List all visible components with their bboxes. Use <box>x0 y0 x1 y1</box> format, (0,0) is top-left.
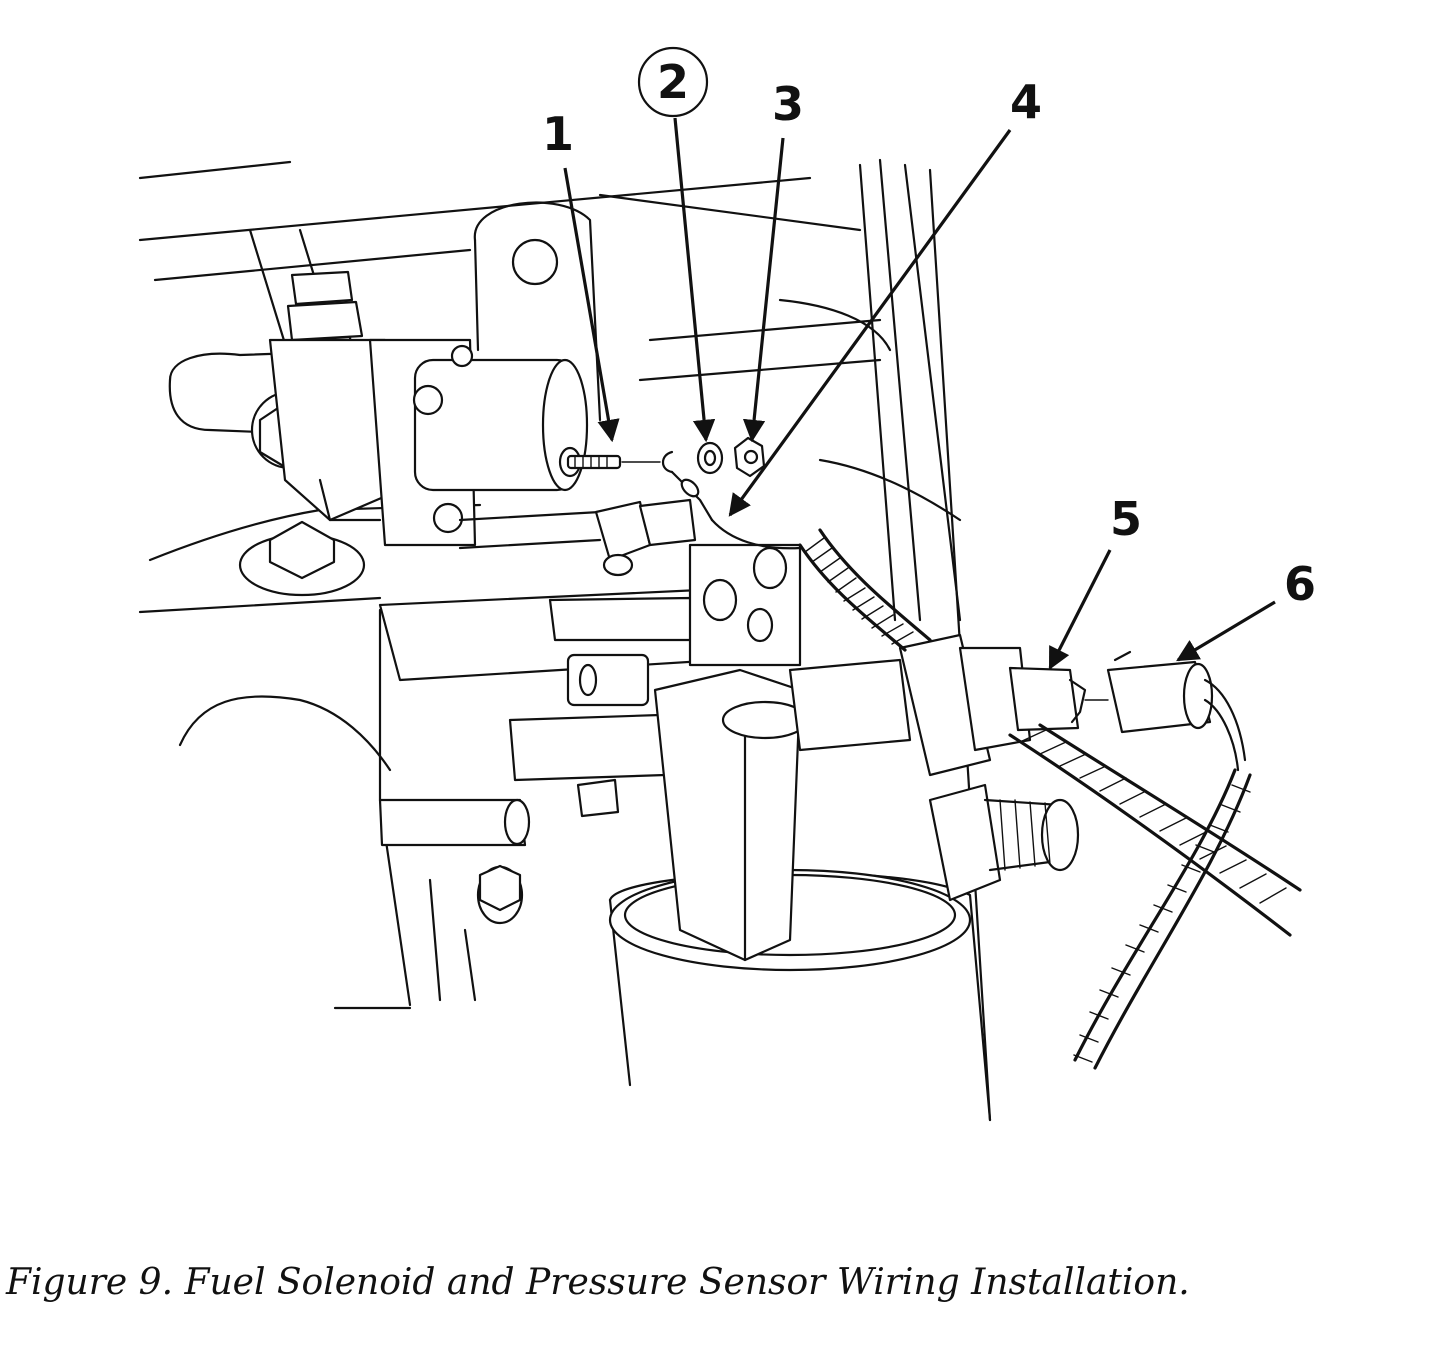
figure-caption: Figure 9. Fuel Solenoid and Pressure Sen… <box>6 1262 1190 1303</box>
callout-circle-2 <box>637 46 709 118</box>
lower-bolt <box>238 520 366 597</box>
wiring-harness-upper <box>798 528 932 652</box>
wiring-harness-lower <box>1008 723 1302 937</box>
connector-item-6 <box>1084 650 1247 772</box>
pressure-sensor-item-5 <box>788 633 1087 777</box>
pipe-fitting <box>458 498 697 577</box>
callout-label-5: 5 <box>1110 492 1142 546</box>
fuel-filter <box>608 668 992 1122</box>
sensor-manifold <box>378 543 802 925</box>
callout-label-3: 3 <box>772 77 804 131</box>
callout-4: 4 <box>728 75 1042 517</box>
callout-label-1: 1 <box>542 107 574 161</box>
fuel-solenoid <box>168 338 589 547</box>
callout-3: 3 <box>742 77 804 443</box>
lock-washer-item-2 <box>696 441 724 475</box>
nut-item-3 <box>733 436 766 478</box>
callout-label-4: 4 <box>1010 75 1042 129</box>
callout-2: 2 <box>637 46 716 443</box>
mounting-bracket <box>473 201 602 422</box>
solenoid-wire <box>710 518 802 550</box>
wire-terminal <box>661 450 714 522</box>
screw-item-1 <box>566 454 661 470</box>
callout-label-6: 6 <box>1284 557 1316 611</box>
wiring-harness-drop <box>1073 768 1252 1070</box>
callout-1: 1 <box>542 107 620 443</box>
callout-5: 5 <box>1048 492 1142 670</box>
callout-6: 6 <box>1176 557 1316 662</box>
outlet-fitting <box>928 783 1080 902</box>
technical-illustration: 1 2 3 4 5 6 <box>138 46 1316 1122</box>
callout-label-2: 2 <box>657 55 689 109</box>
